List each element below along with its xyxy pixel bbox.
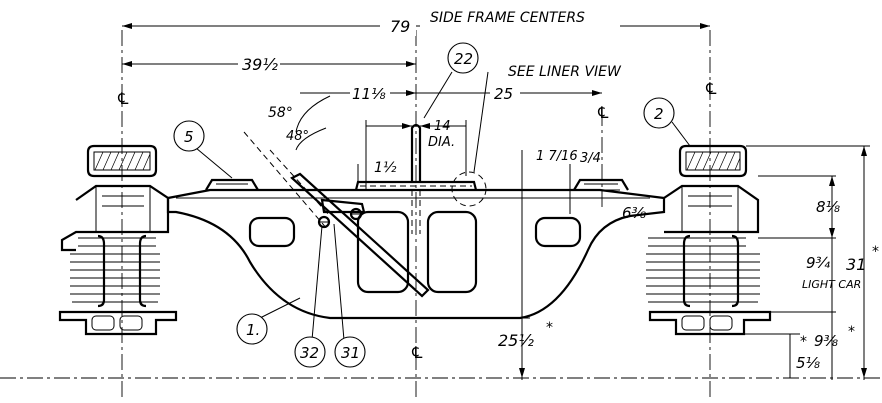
dim-79: 79 (390, 17, 410, 36)
balloon-22: 22 (454, 50, 473, 68)
balloon-32: 32 (300, 344, 319, 362)
lever-linkage (290, 172, 430, 298)
dim-9-3-8-asterisk: * (800, 334, 807, 350)
centerline-symbols: ℄ ℄ ℄ ℄ (116, 79, 718, 362)
dim-9-3-4: 9¾ (806, 254, 831, 272)
dim-light-car: LIGHT CAR (802, 278, 861, 291)
dim-48-deg: 48° (286, 129, 309, 144)
balloon-31: 31 (341, 344, 360, 362)
balloon-2: 2 (654, 105, 664, 123)
dim-58-deg: 58° (268, 105, 293, 121)
balloon-5: 5 (184, 128, 194, 146)
left-side-frame (58, 144, 178, 336)
dim-dia: DIA. (428, 135, 455, 150)
dim-8-1-8: 8⅛ (816, 198, 841, 216)
dim-9-3-8-asterisk-right: * (848, 324, 855, 340)
center-lines (0, 30, 882, 400)
right-side-frame (646, 144, 772, 336)
dim-side-frame-centers: SIDE FRAME CENTERS (430, 10, 585, 26)
cl-symbol-right: ℄ (704, 79, 718, 98)
dim-31: 31 (846, 255, 866, 274)
note-see-liner-view: SEE LINER VIEW (508, 64, 622, 80)
dim-9-3-8: 9⅜ (814, 332, 839, 350)
dim-3-4: 3/4 (580, 151, 601, 166)
dim-31-asterisk: * (872, 244, 879, 260)
dim-39-half: 39½ (242, 55, 278, 74)
dim-6-3-8: 6⅜ (622, 204, 647, 222)
dimension-texts: 79 SIDE FRAME CENTERS 39½ 11⅛ 25 58° 48°… (238, 10, 879, 372)
dim-14: 14 (434, 119, 451, 134)
cl-symbol-liner: ℄ (596, 103, 610, 122)
dim-1-7-16: 1 7/16 (536, 149, 578, 164)
dim-1-half: 1½ (374, 160, 397, 176)
dim-5-1-8: 5⅛ (796, 354, 821, 372)
balloon-1: 1. (246, 321, 260, 339)
dim-25-half: 25½ (498, 331, 534, 350)
cl-symbol-left: ℄ (116, 89, 130, 108)
dim-11-eighth: 11⅛ (352, 85, 386, 103)
dim-25-half-asterisk: * (546, 320, 553, 336)
dim-25: 25 (494, 85, 513, 103)
cl-symbol-bottom: ℄ (410, 343, 424, 362)
balloons: 22 5 2 1. 32 31 (173, 42, 675, 368)
